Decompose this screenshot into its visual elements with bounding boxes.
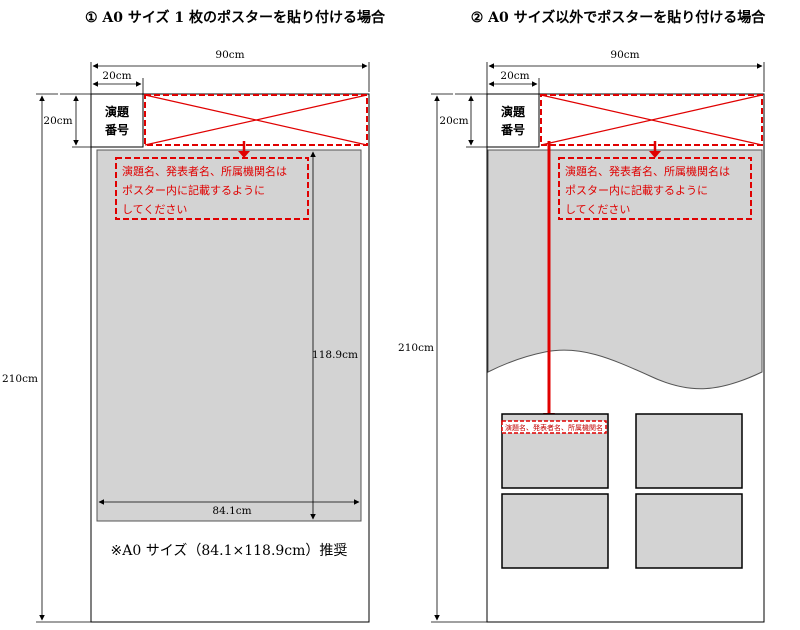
p1-poster-width-label: 84.1cm <box>212 505 251 517</box>
panel-2: ② A0 サイズ以外でポスターを貼り付ける場合 90cm 20cm 20cm 2… <box>398 9 766 623</box>
p2-cell-line1: 演題 <box>501 104 526 119</box>
p1-note: ※A0 サイズ（84.1×118.9cm）推奨 <box>111 543 348 559</box>
p1-instruction-box <box>115 157 309 220</box>
p2-small-poster-4 <box>635 493 743 569</box>
p2-instruction-line-3: してください <box>565 203 630 216</box>
p1-red-arrow-head <box>238 151 250 158</box>
p1-instruction-line-3: してください <box>122 203 187 216</box>
p2-cell-width-label: 20cm <box>500 70 529 82</box>
p1-poster-height-label: 118.9cm <box>312 349 358 361</box>
p2-cell-height-label: 20cm <box>439 115 468 127</box>
p1-instruction-line-1: 演題名、発表者名、所属機関名は <box>122 164 287 178</box>
p1-cell-width-label: 20cm <box>102 70 131 82</box>
p2-width-label: 90cm <box>610 49 639 61</box>
p1-crossed-area <box>144 94 368 146</box>
p2-number-cell <box>486 93 540 148</box>
p1-cell-line1: 演題 <box>105 104 130 119</box>
p2-instruction-line-1: 演題名、発表者名、所属機関名は <box>565 164 730 178</box>
p2-small-poster-2 <box>635 413 743 489</box>
p2-small-label-box <box>501 420 607 434</box>
p2-instruction-box <box>558 157 752 220</box>
panel-2-title: ② A0 サイズ以外でポスターを貼り付ける場合 <box>471 9 766 26</box>
p2-cross-line-b <box>540 94 763 146</box>
p1-number-cell <box>90 93 144 148</box>
p2-small-label: 演題名、発表者名、所属機関名 <box>505 423 603 432</box>
p1-width-label: 90cm <box>215 49 244 61</box>
panel-1: ① A0 サイズ 1 枚のポスターを貼り付ける場合 90cm 20cm 20cm… <box>2 9 386 623</box>
p1-poster <box>96 149 362 522</box>
p1-instruction-line-2: ポスター内に記載するように <box>122 183 265 197</box>
p1-cell-height-label: 20cm <box>43 115 72 127</box>
p2-instruction-line-2: ポスター内に記載するように <box>565 183 708 197</box>
p2-cell-line2: 番号 <box>500 122 525 137</box>
p1-cross-line-b <box>144 94 368 146</box>
panel-1-title: ① A0 サイズ 1 枚のポスターを貼り付ける場合 <box>85 9 386 26</box>
p2-poster-part <box>487 149 763 390</box>
p2-height-label: 210cm <box>398 342 434 354</box>
p2-red-arrow-short-head <box>649 151 661 158</box>
p1-height-label: 210cm <box>2 373 38 385</box>
p2-small-poster-3 <box>501 493 609 569</box>
p2-crossed-area <box>540 94 763 146</box>
p1-cell-line2: 番号 <box>104 122 129 137</box>
